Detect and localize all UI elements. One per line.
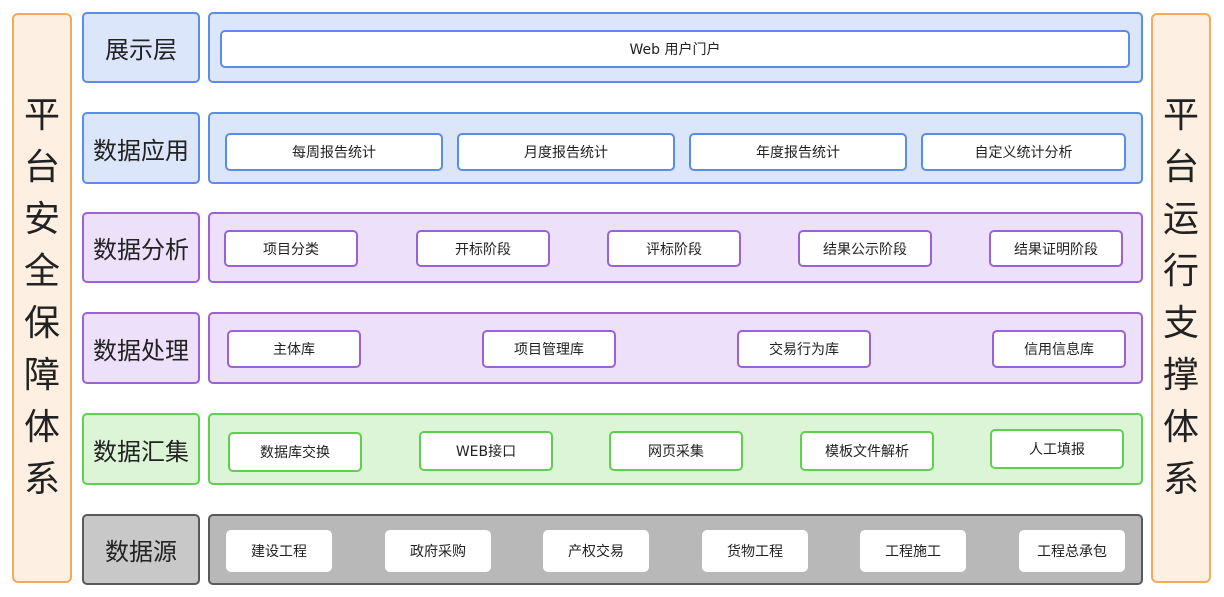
- layer-item[interactable]: 信用信息库: [992, 330, 1126, 368]
- layer-item[interactable]: 政府采购: [385, 530, 491, 572]
- layer-item[interactable]: 每周报告统计: [225, 133, 443, 171]
- layer-label: 展示层: [82, 12, 200, 83]
- analysis-layer: 数据分析 项目分类 开标阶段 评标阶段 结果公示阶段 结果证明阶段: [82, 212, 1144, 283]
- layer-panel: 项目分类 开标阶段 评标阶段 结果公示阶段 结果证明阶段: [208, 212, 1143, 283]
- side-char: 撑: [1162, 355, 1199, 396]
- layer-label: 数据应用: [82, 112, 200, 184]
- side-char: 系: [1162, 459, 1199, 500]
- side-char: 台: [1162, 147, 1199, 188]
- layer-item[interactable]: Web 用户门户: [220, 30, 1130, 68]
- side-char: 系: [23, 459, 60, 500]
- layer-item[interactable]: 数据库交换: [228, 432, 362, 472]
- layer-label: 数据汇集: [82, 413, 200, 485]
- layer-item[interactable]: 自定义统计分析: [921, 133, 1126, 171]
- layer-item[interactable]: 模板文件解析: [800, 431, 934, 471]
- layer-item[interactable]: 主体库: [227, 330, 361, 368]
- presentation-layer: 展示层 Web 用户门户: [82, 12, 1144, 83]
- side-char: 障: [23, 355, 60, 396]
- layer-panel: 每周报告统计 月度报告统计 年度报告统计 自定义统计分析: [208, 112, 1143, 184]
- layer-item[interactable]: WEB接口: [419, 431, 553, 471]
- layer-item[interactable]: 产权交易: [543, 530, 649, 572]
- layer-item[interactable]: 网页采集: [609, 431, 743, 471]
- layer-item[interactable]: 结果证明阶段: [989, 230, 1123, 267]
- side-char: 保: [23, 303, 60, 344]
- side-char: 平: [1162, 95, 1199, 136]
- layer-item[interactable]: 工程总承包: [1019, 530, 1125, 572]
- side-char: 平: [23, 95, 60, 136]
- layer-panel: 数据库交换 WEB接口 网页采集 模板文件解析 人工填报: [208, 413, 1143, 485]
- side-char: 台: [23, 147, 60, 188]
- layer-label: 数据分析: [82, 212, 200, 283]
- source-layer: 数据源 建设工程 政府采购 产权交易 货物工程 工程施工 工程总承包: [82, 514, 1144, 585]
- layer-panel: 主体库 项目管理库 交易行为库 信用信息库: [208, 312, 1143, 384]
- layer-item[interactable]: 项目分类: [224, 230, 358, 267]
- application-layer: 数据应用 每周报告统计 月度报告统计 年度报告统计 自定义统计分析: [82, 112, 1144, 184]
- side-char: 体: [1162, 407, 1199, 448]
- layer-label: 数据处理: [82, 312, 200, 384]
- platform-security-column: 平 台 安 全 保 障 体 系: [12, 13, 72, 583]
- layer-label: 数据源: [82, 514, 200, 585]
- layer-item[interactable]: 工程施工: [860, 530, 966, 572]
- layer-item[interactable]: 结果公示阶段: [798, 230, 932, 267]
- side-char: 行: [1162, 251, 1199, 292]
- side-char: 体: [23, 407, 60, 448]
- layer-panel: Web 用户门户: [208, 12, 1143, 83]
- layer-item[interactable]: 年度报告统计: [689, 133, 907, 171]
- layer-item[interactable]: 月度报告统计: [457, 133, 675, 171]
- layer-item[interactable]: 货物工程: [702, 530, 808, 572]
- side-char: 安: [23, 199, 60, 240]
- layer-item[interactable]: 开标阶段: [416, 230, 550, 267]
- layer-item[interactable]: 项目管理库: [482, 330, 616, 368]
- side-char: 支: [1162, 303, 1199, 344]
- aggregation-layer: 数据汇集 数据库交换 WEB接口 网页采集 模板文件解析 人工填报: [82, 413, 1144, 485]
- layer-item[interactable]: 人工填报: [990, 429, 1124, 469]
- platform-operation-column: 平 台 运 行 支 撑 体 系: [1151, 13, 1211, 583]
- side-char: 运: [1162, 199, 1199, 240]
- processing-layer: 数据处理 主体库 项目管理库 交易行为库 信用信息库: [82, 312, 1144, 384]
- layer-item[interactable]: 评标阶段: [607, 230, 741, 267]
- side-char: 全: [23, 251, 60, 292]
- layer-item[interactable]: 建设工程: [226, 530, 332, 572]
- layer-item[interactable]: 交易行为库: [737, 330, 871, 368]
- layer-panel: 建设工程 政府采购 产权交易 货物工程 工程施工 工程总承包: [208, 514, 1143, 585]
